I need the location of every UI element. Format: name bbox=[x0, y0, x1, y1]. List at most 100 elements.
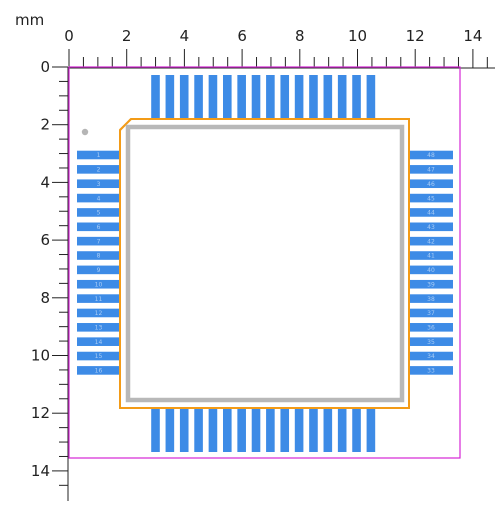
top-pad bbox=[266, 75, 275, 119]
right-pad bbox=[409, 294, 453, 303]
pin-number-label: 8 bbox=[97, 253, 101, 260]
pin-number-label: 33 bbox=[427, 368, 435, 375]
top-ruler-label: 8 bbox=[295, 27, 305, 45]
pin-number-label: 10 bbox=[95, 281, 103, 288]
pads: 1234567891011121314151648474645444342414… bbox=[77, 75, 453, 452]
bottom-pad bbox=[179, 408, 189, 452]
left-pad bbox=[77, 308, 120, 318]
top-pad bbox=[179, 75, 189, 119]
right-pad bbox=[409, 351, 453, 361]
top-ruler-label: 6 bbox=[237, 27, 247, 45]
left-ruler-label: 0 bbox=[40, 58, 50, 76]
pin-number-label: 43 bbox=[427, 224, 435, 231]
top-ruler-label: 10 bbox=[348, 27, 367, 45]
right-pad bbox=[409, 165, 453, 174]
bottom-pad bbox=[223, 408, 232, 452]
left-pad bbox=[77, 366, 120, 375]
top-pad bbox=[223, 75, 232, 119]
bottom-pad bbox=[294, 408, 304, 452]
top-pad bbox=[194, 75, 203, 119]
board-boundary bbox=[68, 66, 461, 459]
left-ruler: 0 2 4 6 8 10 12 14 bbox=[31, 58, 69, 501]
pin-number-label: 42 bbox=[427, 238, 435, 245]
right-pad bbox=[409, 208, 453, 217]
pin-number-label: 46 bbox=[427, 181, 435, 188]
left-ruler-label: 8 bbox=[40, 289, 50, 307]
bottom-pad bbox=[194, 408, 203, 452]
pin-number-label: 45 bbox=[427, 195, 435, 202]
pin-number-label: 5 bbox=[97, 210, 101, 217]
bottom-pad bbox=[266, 408, 275, 452]
pin-number-label: 15 bbox=[95, 353, 103, 360]
bottom-pad bbox=[165, 408, 175, 452]
left-ruler-label: 4 bbox=[40, 173, 50, 191]
package-body bbox=[81, 118, 410, 409]
top-ruler-label: 2 bbox=[122, 27, 132, 45]
right-pad bbox=[409, 308, 453, 318]
pin-number-label: 11 bbox=[95, 296, 103, 303]
pin-number-label: 12 bbox=[95, 310, 103, 317]
left-pad bbox=[77, 165, 120, 174]
right-pad bbox=[409, 193, 453, 203]
bottom-pad bbox=[323, 408, 333, 452]
left-pad bbox=[77, 279, 120, 289]
right-pad bbox=[409, 150, 453, 160]
top-ruler-label: 0 bbox=[64, 27, 74, 45]
bottom-pad bbox=[366, 408, 376, 452]
top-pad bbox=[309, 75, 318, 119]
pin-number-label: 41 bbox=[427, 253, 435, 260]
bottom-pad bbox=[337, 408, 347, 452]
pin-number-label: 1 bbox=[97, 152, 101, 159]
pin-number-label: 16 bbox=[95, 368, 103, 375]
top-pad bbox=[352, 75, 361, 119]
right-pad bbox=[409, 179, 453, 189]
pin-number-label: 7 bbox=[97, 238, 101, 245]
left-pad bbox=[77, 179, 120, 189]
top-pad bbox=[251, 75, 261, 119]
right-pad bbox=[409, 323, 453, 332]
top-pad bbox=[208, 75, 218, 119]
left-pad bbox=[77, 251, 120, 260]
bottom-pad bbox=[208, 408, 218, 452]
left-pad bbox=[77, 351, 120, 361]
pin1-indicator-dot bbox=[81, 128, 89, 136]
ruler-unit-label: mm bbox=[15, 11, 44, 29]
pin-number-label: 9 bbox=[97, 267, 101, 274]
right-pad bbox=[409, 222, 453, 232]
bottom-pad bbox=[151, 408, 160, 452]
pin-number-label: 34 bbox=[427, 353, 435, 360]
right-pad bbox=[409, 366, 453, 375]
bottom-pad bbox=[280, 408, 290, 452]
left-pad bbox=[77, 337, 120, 346]
right-pad bbox=[409, 337, 453, 346]
pin-number-label: 37 bbox=[427, 310, 435, 317]
body-outline bbox=[125, 124, 405, 403]
pin-number-label: 47 bbox=[427, 167, 435, 174]
pin-number-label: 48 bbox=[427, 152, 435, 159]
pin-number-label: 44 bbox=[427, 210, 435, 217]
top-ruler-label: 14 bbox=[463, 27, 482, 45]
left-pad bbox=[77, 208, 120, 217]
pin-number-label: 14 bbox=[95, 339, 103, 346]
pin-number-label: 39 bbox=[427, 281, 435, 288]
bottom-pad bbox=[251, 408, 261, 452]
bottom-pad bbox=[237, 408, 246, 452]
left-ruler-label: 2 bbox=[40, 116, 50, 134]
bottom-pad bbox=[352, 408, 361, 452]
left-pad bbox=[77, 323, 120, 332]
left-ruler-label: 10 bbox=[31, 347, 50, 365]
top-pad bbox=[151, 75, 160, 119]
top-pad bbox=[165, 75, 175, 119]
left-ruler-label: 6 bbox=[40, 231, 50, 249]
left-pad bbox=[77, 236, 120, 246]
left-ruler-label: 12 bbox=[31, 404, 50, 422]
top-pad bbox=[366, 75, 376, 119]
left-pad bbox=[77, 265, 120, 275]
left-ruler-label: 14 bbox=[31, 462, 50, 480]
right-pad bbox=[409, 279, 453, 289]
top-pad bbox=[337, 75, 347, 119]
top-pad bbox=[323, 75, 333, 119]
pin-number-label: 36 bbox=[427, 325, 435, 332]
